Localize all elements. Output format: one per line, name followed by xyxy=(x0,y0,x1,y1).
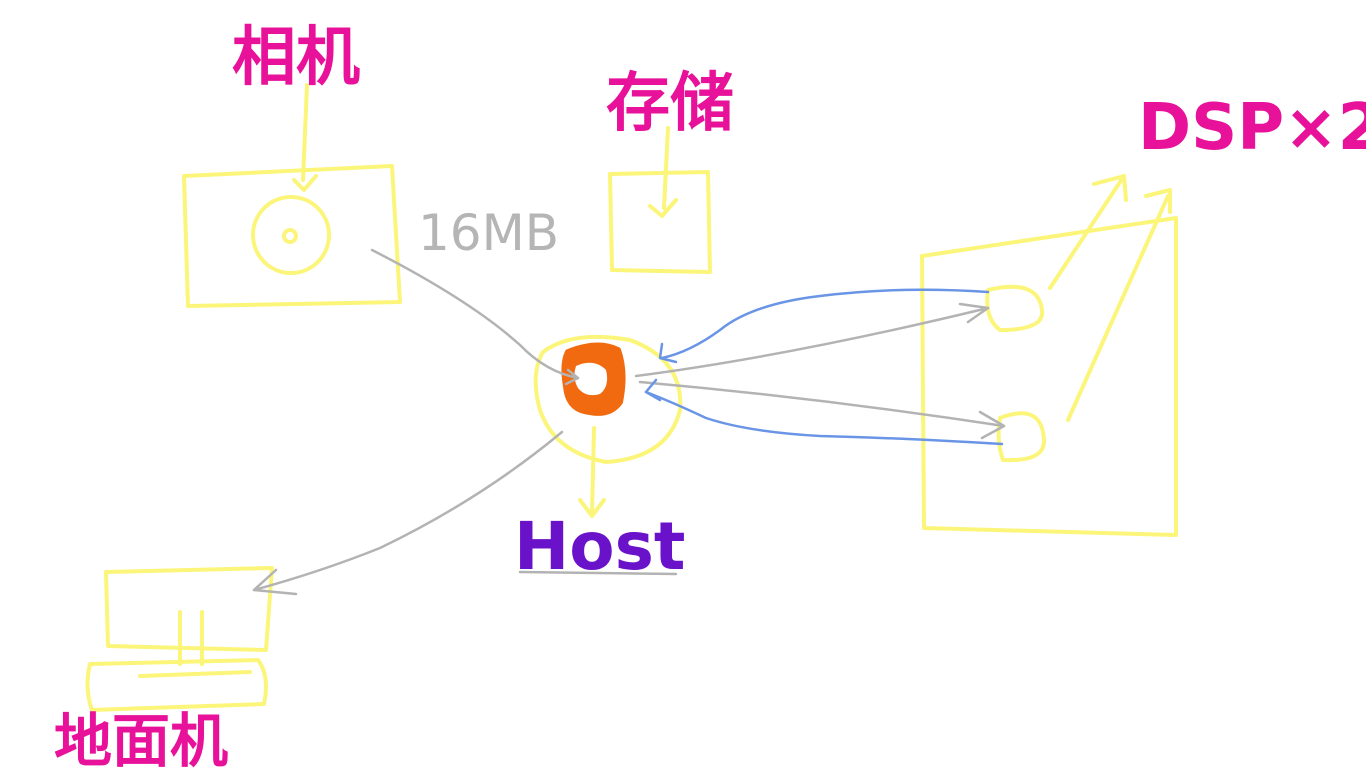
host-label: Host xyxy=(514,508,686,585)
dsp-board xyxy=(920,174,1178,537)
storage-box xyxy=(608,126,712,274)
camera-label: 相机 xyxy=(232,21,360,95)
dsp-label: DSP×2 xyxy=(1138,91,1366,165)
ground-station xyxy=(85,566,274,712)
return-flow-lines xyxy=(644,288,1004,446)
storage-label: 存储 xyxy=(606,67,734,141)
camera-box xyxy=(182,83,402,308)
data-flow-lines xyxy=(252,248,1006,596)
host-node xyxy=(533,334,683,518)
ground-label: 地面机 xyxy=(54,707,229,775)
bandwidth-label: 16MB xyxy=(418,204,560,262)
